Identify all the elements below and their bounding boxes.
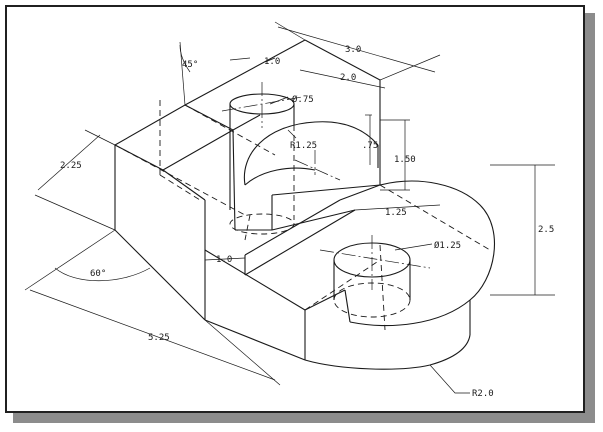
dimension-labels: 1.0 3.0 2.0 45° Ø.75 R1.25 .75 1.50 2.5 … xyxy=(60,45,554,399)
dim-225: 2.25 xyxy=(60,161,82,171)
dim-r125: R1.25 xyxy=(290,141,317,151)
dim-150: 1.50 xyxy=(394,155,416,165)
dim-dia-075: Ø.75 xyxy=(292,94,314,105)
dim-r20: R2.0 xyxy=(472,389,494,399)
dim-60-deg: 60° xyxy=(90,269,106,279)
hidden-edges xyxy=(114,100,491,331)
dim-1-0-top: 1.0 xyxy=(264,57,280,67)
dim-45-deg: 45° xyxy=(182,60,198,70)
visible-edges xyxy=(113,39,495,370)
dim-2-5: 2.5 xyxy=(538,225,554,235)
dim-dia-125: Ø1.25 xyxy=(434,240,461,251)
dim-2-0: 2.0 xyxy=(340,73,356,83)
dim-125: 1.25 xyxy=(385,208,407,218)
dim-1-0-side: 1.0 xyxy=(216,255,232,265)
dim-075: .75 xyxy=(362,141,378,151)
centerlines xyxy=(221,82,431,290)
dim-525: 5.25 xyxy=(148,333,170,343)
dim-3-0: 3.0 xyxy=(345,45,361,55)
drawing-frame xyxy=(5,5,585,413)
dimension-lines xyxy=(24,21,555,394)
